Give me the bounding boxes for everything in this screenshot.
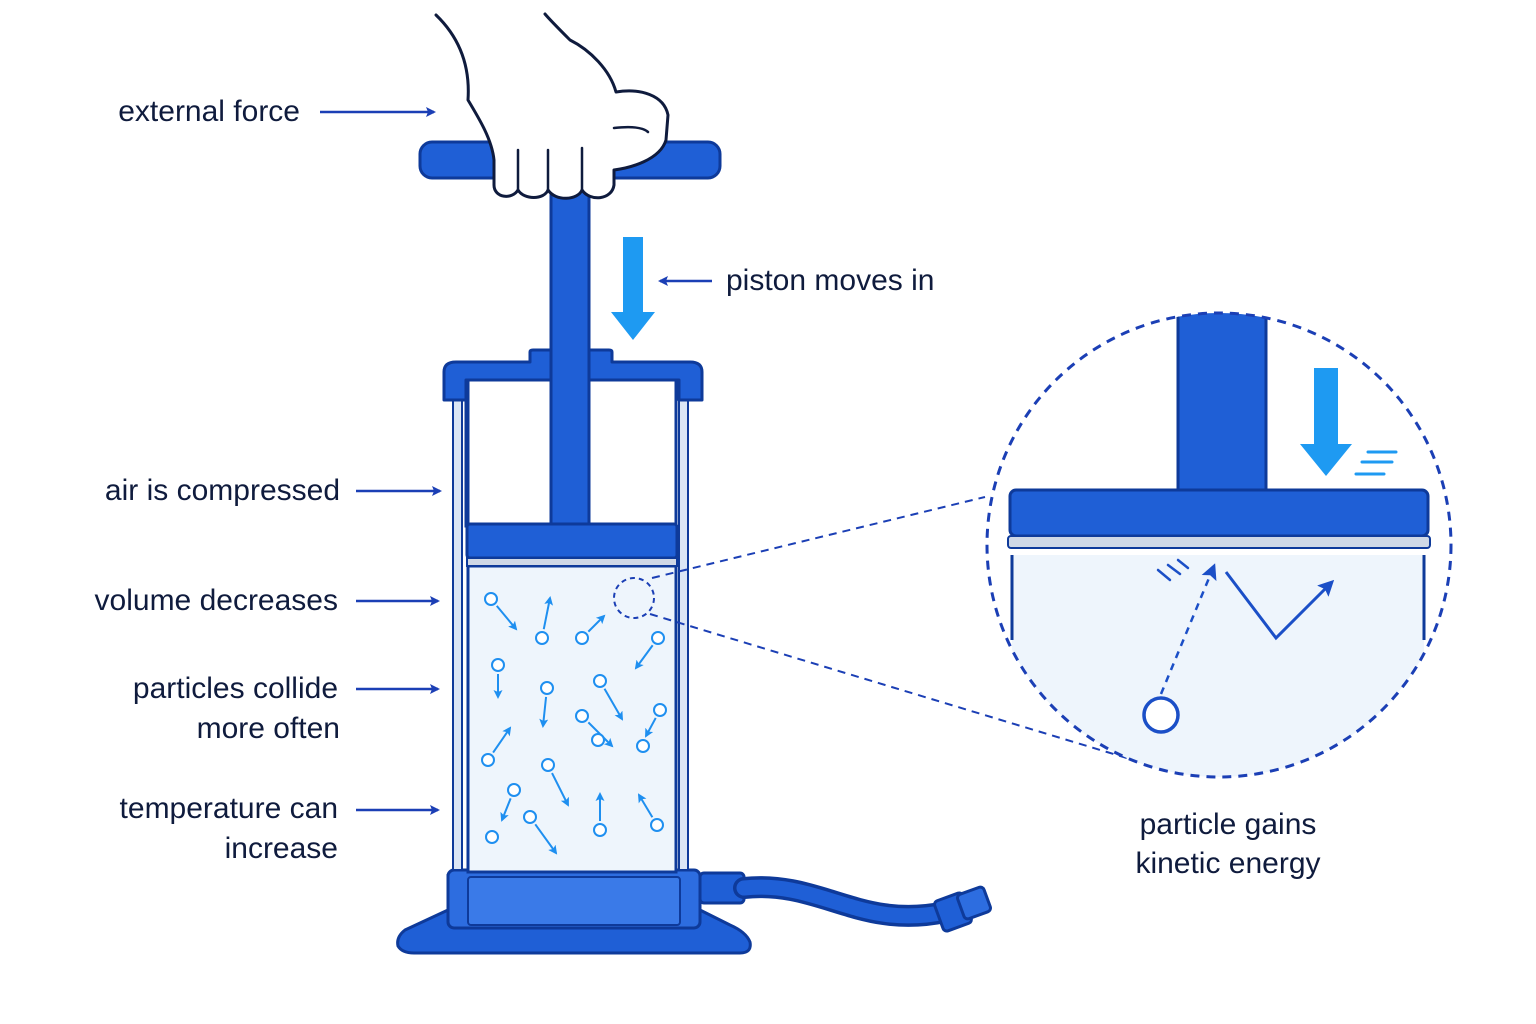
gas-particle (575, 709, 589, 723)
particle-motion-arrow (645, 717, 657, 738)
particle-motion-arrow (637, 793, 654, 818)
gas-particle (575, 631, 589, 645)
particle-motion-arrow (495, 605, 518, 631)
particle-motion-arrow (634, 644, 654, 670)
label-particles-collide-line2: more often (197, 712, 340, 745)
label-air-is-compressed: air is compressed (105, 474, 340, 507)
particle-motion-arrow (539, 696, 549, 728)
piston-seal (466, 557, 678, 567)
particle-motion-arrow (500, 797, 512, 822)
particle-motion-arrow (603, 688, 624, 721)
zoom-connector-bottom (649, 613, 1141, 763)
zoom-piston-rod (1176, 313, 1268, 496)
pump (396, 140, 992, 955)
zoom-circle-outline (985, 311, 1453, 779)
left-rod (452, 397, 463, 871)
piston-down-arrow (611, 237, 655, 340)
particle-motion-arrow (534, 823, 558, 855)
compressed-air (466, 564, 678, 874)
gas-particle (593, 823, 607, 837)
gas-particle (591, 733, 605, 747)
label-volume-decreases: volume decreases (95, 584, 338, 617)
gas-particle (653, 703, 667, 717)
motion-lines (1354, 450, 1398, 476)
label-temperature-line2: increase (225, 832, 338, 865)
focus-circle (613, 577, 655, 619)
gas-particle (535, 631, 549, 645)
label-particle-gains-line2: kinetic energy (1135, 847, 1320, 880)
zoom-view (985, 311, 1453, 779)
label-temperature-line1: temperature can (120, 792, 338, 825)
gas-particles (481, 592, 667, 855)
gas-particle (540, 681, 554, 695)
zoom-air (1012, 555, 1424, 777)
label-particles-collide-line1: particles collide (133, 672, 338, 705)
label-particle-gains-line1: particle gains (1140, 808, 1317, 841)
hose-nozzle (933, 885, 992, 933)
gas-particle (523, 810, 537, 824)
label-piston-moves-in: piston moves in (726, 264, 934, 297)
particle-motion-arrow (492, 726, 512, 754)
label-external-force: external force (118, 95, 300, 128)
zoom-particle (1142, 696, 1180, 734)
zoom-piston-head (1008, 488, 1430, 538)
gas-particle (593, 674, 607, 688)
gas-particle (484, 592, 498, 606)
zoom-connector-top (651, 496, 986, 579)
gas-particle (485, 830, 499, 844)
particle-motion-arrow (587, 614, 606, 633)
zoom-down-arrow (1300, 368, 1352, 476)
zoom-piston-seal (1007, 535, 1431, 549)
impact-burst (1156, 558, 1190, 582)
piston-rod (549, 188, 591, 528)
particle-motion-arrow (542, 596, 554, 630)
gas-particle (491, 658, 505, 672)
particle-motion-arrow (551, 772, 569, 807)
hand-icon (434, 12, 670, 200)
gas-particle (651, 631, 665, 645)
gas-particle (650, 818, 664, 832)
gas-particle (481, 753, 495, 767)
gas-particle (636, 739, 650, 753)
annotation-arrows (320, 107, 712, 815)
incoming-trajectory (1159, 563, 1217, 695)
bounce-trajectory (1224, 571, 1335, 641)
gas-particle (541, 758, 555, 772)
piston-head (465, 522, 679, 560)
gas-particle (507, 783, 521, 797)
right-rod (678, 397, 689, 871)
